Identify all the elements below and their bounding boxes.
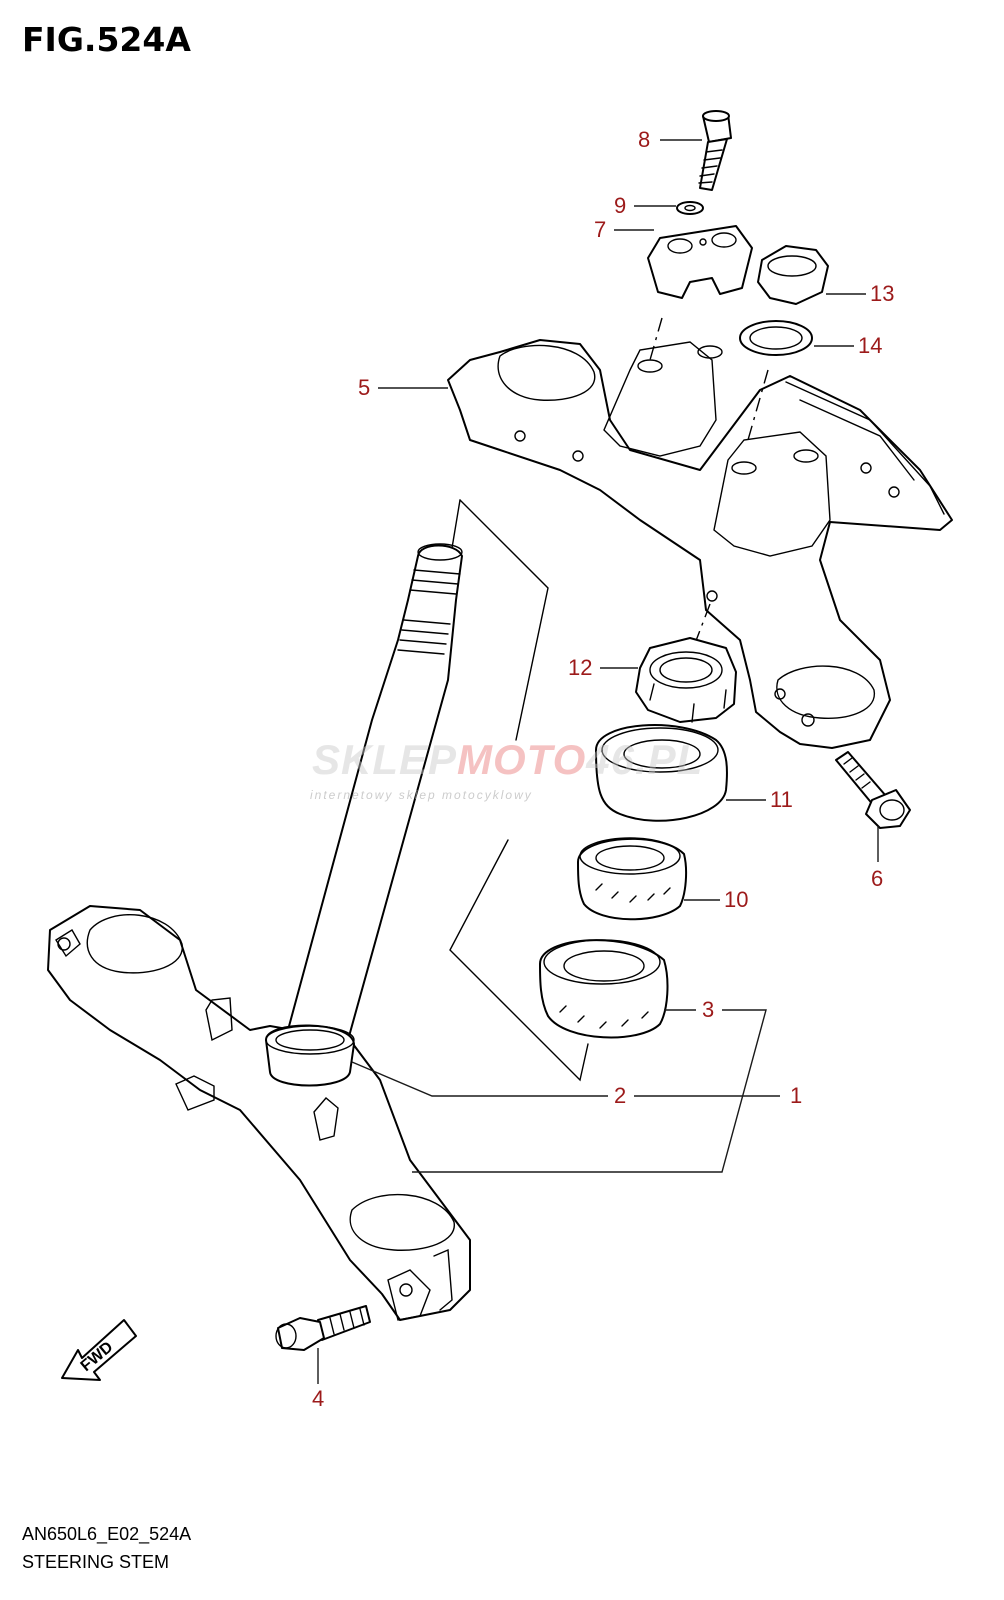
- callout-9[interactable]: 9: [614, 193, 626, 218]
- figure-code: AN650L6_E02_524A: [22, 1524, 192, 1544]
- callout-labels: 8 9 7 13 14 5 12 11 6 10 3 2 1 4: [312, 127, 894, 1411]
- callout-11[interactable]: 11: [770, 787, 793, 812]
- part-12-stem-nut[interactable]: [635, 637, 737, 723]
- callout-14[interactable]: 14: [858, 333, 882, 358]
- leader-lines: [317, 139, 879, 1384]
- callout-1[interactable]: 1: [790, 1083, 802, 1108]
- part-1-steering-stem-lower-bracket[interactable]: [47, 543, 471, 1321]
- callout-4[interactable]: 4: [312, 1386, 324, 1411]
- part-8-bolt[interactable]: [698, 110, 732, 191]
- callout-13[interactable]: 13: [870, 281, 894, 306]
- figure-title: FIG.524A: [22, 20, 191, 59]
- figure-name: STEERING STEM: [22, 1552, 170, 1572]
- watermark-tagline: internetowy sklep motocyklowy: [310, 788, 533, 802]
- watermark-logo: SKLEPMOTO46.PL: [312, 736, 704, 783]
- part-7-handlebar-holder[interactable]: [647, 225, 753, 299]
- callout-3[interactable]: 3: [702, 997, 714, 1022]
- callout-6[interactable]: 6: [871, 866, 883, 891]
- part-4-bolt[interactable]: [275, 1305, 371, 1351]
- callout-12[interactable]: 12: [568, 655, 592, 680]
- part-6-bolt[interactable]: [835, 751, 911, 829]
- fwd-arrow: FWD: [61, 1319, 137, 1381]
- part-14-washer[interactable]: [739, 320, 813, 356]
- callout-7[interactable]: 7: [594, 217, 606, 242]
- part-10-bearing[interactable]: [577, 837, 688, 921]
- callout-5[interactable]: 5: [358, 375, 370, 400]
- part-11-dust-seal[interactable]: [595, 724, 728, 822]
- callout-2[interactable]: 2: [614, 1083, 626, 1108]
- part-13-nut[interactable]: [757, 245, 829, 305]
- part-9-washer[interactable]: [676, 201, 704, 215]
- part-5-upper-bracket[interactable]: [447, 339, 953, 749]
- callout-8[interactable]: 8: [638, 127, 650, 152]
- part-3-lower-bearing[interactable]: [539, 939, 669, 1039]
- callout-10[interactable]: 10: [724, 887, 748, 912]
